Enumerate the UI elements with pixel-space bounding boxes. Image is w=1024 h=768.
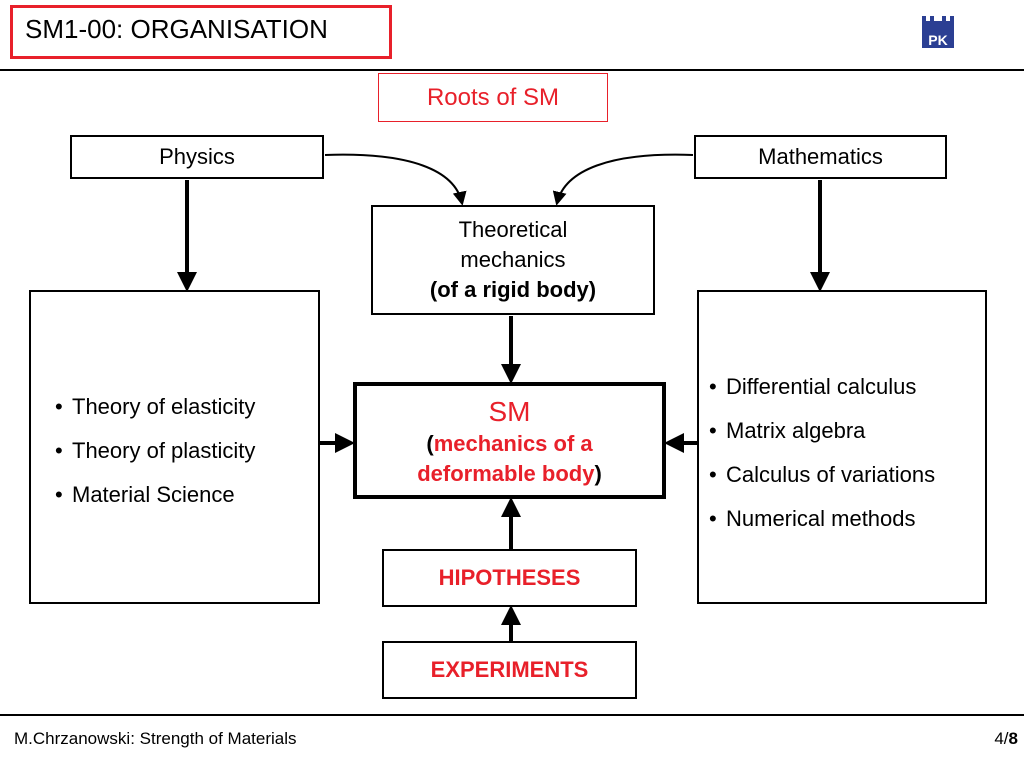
university-logo-icon: PK xyxy=(920,14,956,50)
theoretical-line1: Theoretical xyxy=(458,217,568,242)
page-current: 4 xyxy=(994,729,1004,748)
list-item: Matrix algebra xyxy=(707,418,935,444)
hipotheses-label: HIPOTHESES xyxy=(438,565,581,590)
sm-box: SM (mechanics of a deformable body) xyxy=(353,382,666,499)
math-topics-list: Differential calculus Matrix algebra Cal… xyxy=(707,374,935,550)
arrow-physics-to-theoretical xyxy=(324,153,467,206)
sm-sub-line1: mechanics of a xyxy=(433,431,593,456)
experiments-label: EXPERIMENTS xyxy=(430,657,589,682)
mathematics-box: Mathematics xyxy=(694,135,947,179)
logo-text: PK xyxy=(928,32,947,48)
page-separator: / xyxy=(1003,729,1009,748)
sm-subtitle: (mechanics of a deformable body) xyxy=(357,429,662,489)
physics-label: Physics xyxy=(159,144,235,169)
footer-author: M.Chrzanowski: Strength of Materials xyxy=(14,729,297,748)
header-divider xyxy=(0,69,1024,71)
theoretical-line3: (of a rigid body) xyxy=(429,277,597,302)
page-total: 8 xyxy=(1008,729,1018,748)
roots-label: Roots of SM xyxy=(378,73,608,122)
slide-title: SM1-00: ORGANISATION xyxy=(10,5,392,59)
list-item: Calculus of variations xyxy=(707,462,935,488)
math-topics-box: Differential calculus Matrix algebra Cal… xyxy=(697,290,987,604)
sm-close-paren: ) xyxy=(594,461,602,486)
hipotheses-box: HIPOTHESES xyxy=(382,549,637,607)
physics-topics-list: Theory of elasticity Theory of plasticit… xyxy=(53,394,255,526)
sm-sub-line2: deformable body xyxy=(417,461,595,486)
footer-divider xyxy=(0,714,1024,716)
arrow-math-to-theoretical xyxy=(552,153,694,206)
theoretical-mechanics-box: Theoretical mechanics (of a rigid body) xyxy=(371,205,655,315)
list-item: Material Science xyxy=(53,482,255,508)
page-number: 4/8 xyxy=(960,729,1018,749)
list-item: Theory of plasticity xyxy=(53,438,255,464)
theoretical-line2: mechanics xyxy=(460,247,566,272)
sm-title: SM xyxy=(488,396,531,427)
experiments-box: EXPERIMENTS xyxy=(382,641,637,699)
sm-open-paren: ( xyxy=(426,431,434,456)
list-item: Theory of elasticity xyxy=(53,394,255,420)
list-item: Numerical methods xyxy=(707,506,935,532)
physics-topics-box: Theory of elasticity Theory of plasticit… xyxy=(29,290,320,604)
physics-box: Physics xyxy=(70,135,324,179)
mathematics-label: Mathematics xyxy=(758,144,883,169)
list-item: Differential calculus xyxy=(707,374,935,400)
